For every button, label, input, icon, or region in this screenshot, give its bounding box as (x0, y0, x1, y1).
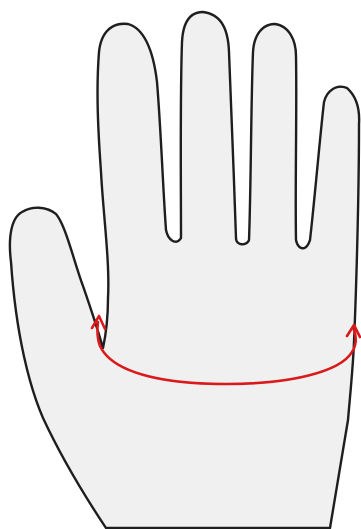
hand-outline-icon (10, 12, 359, 528)
